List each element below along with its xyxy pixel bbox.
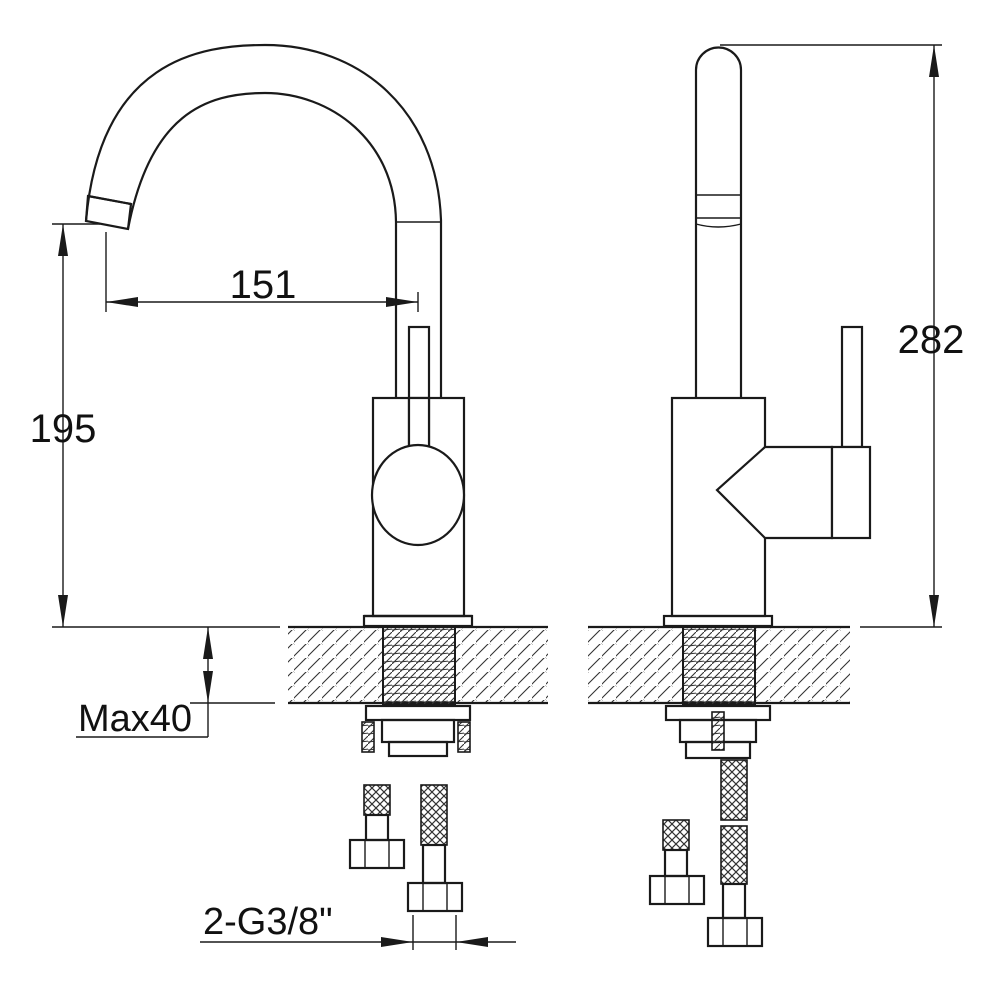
dimension-spout-height: 195 xyxy=(30,223,280,628)
body-side xyxy=(662,325,872,628)
supply-hose-short-side xyxy=(648,819,706,906)
total-height-label: 282 xyxy=(898,318,965,362)
deck-section-front xyxy=(288,625,548,706)
supply-hose-long-side xyxy=(706,759,764,948)
deck-thickness-label: Max40 xyxy=(78,698,192,740)
dimension-deck-thickness: Max40 xyxy=(76,627,275,740)
inlet-thread-label: 2-G3/8" xyxy=(203,901,333,943)
dimension-spout-reach: 151 xyxy=(105,232,419,312)
supply-hose-right-front xyxy=(406,784,464,913)
mounting-nut-side xyxy=(664,704,772,760)
dimension-total-height: 282 xyxy=(720,44,965,628)
body-front xyxy=(362,396,474,628)
mounting-nut-front xyxy=(361,704,472,758)
side-view xyxy=(588,46,872,948)
spout-front xyxy=(84,43,443,398)
spout-side xyxy=(694,46,743,398)
supply-hose-left-front xyxy=(348,784,406,870)
front-view xyxy=(84,43,548,913)
deck-section-side xyxy=(588,625,850,706)
dimension-inlet-thread: 2-G3/8" xyxy=(200,901,516,950)
spout-reach-label: 151 xyxy=(230,263,297,307)
spout-height-label: 195 xyxy=(30,407,97,451)
